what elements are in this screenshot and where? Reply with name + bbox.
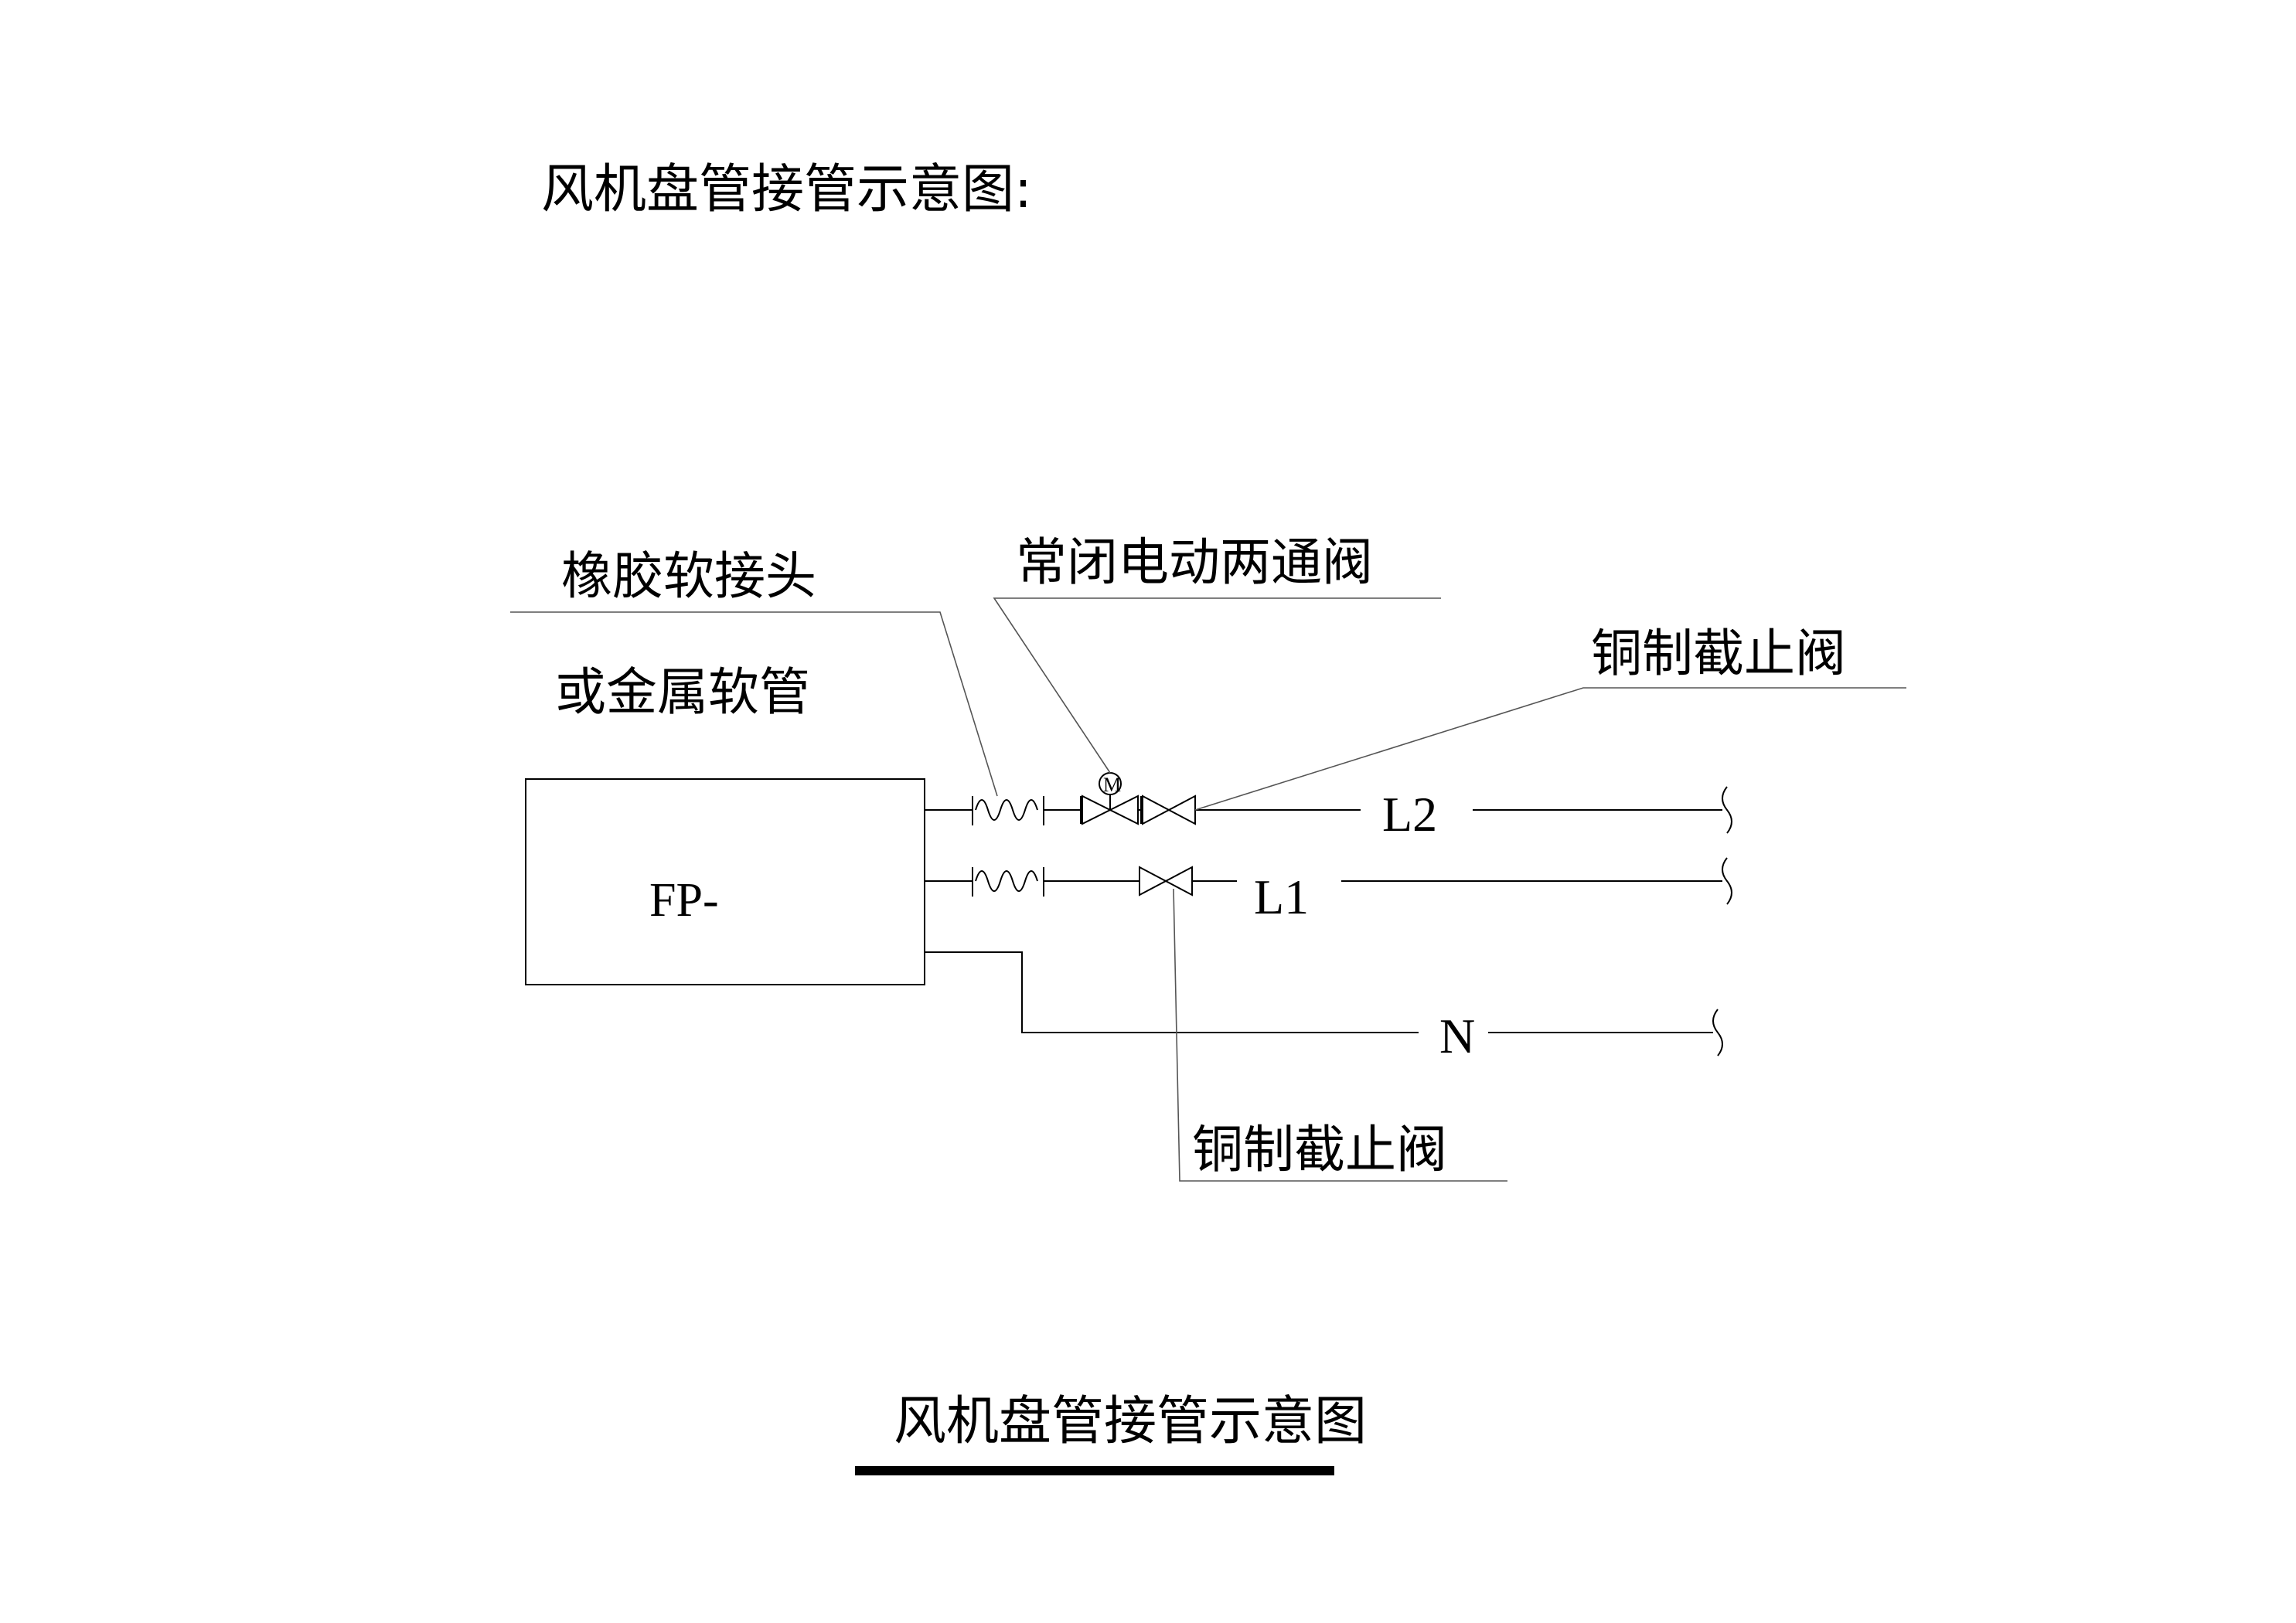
fan-coil-unit-label: FP- <box>649 874 719 927</box>
condensate-pipe-n <box>925 951 1723 1056</box>
stop-valve-lower-leader <box>1173 888 1507 1182</box>
sheet-heading: 风机盘管接管示意图: <box>541 159 1032 220</box>
break-symbol-l1-icon <box>1722 857 1732 905</box>
stop-valve-upper-icon <box>1140 794 1196 825</box>
supply-pipe-label: L2 <box>1382 787 1437 842</box>
return-pipe-l1 <box>925 857 1732 905</box>
flex-joint-leader <box>510 611 998 797</box>
diagram-caption: 风机盘管接管示意图 <box>894 1391 1367 1452</box>
stop-valve-lower-callout: 铜制截止阀 <box>1192 1120 1447 1179</box>
condensate-pipe-label: N <box>1439 1009 1475 1063</box>
flex-joint-callout-line2: 或金属软管 <box>555 662 810 722</box>
flex-joint-upper-icon <box>972 796 1044 825</box>
flex-joint-callout-line1: 橡胶软接头 <box>561 546 816 606</box>
actuator-m-label: M <box>1103 774 1121 796</box>
motorized-valve-callout: 常闭电动两通阀 <box>1016 532 1373 592</box>
fan-coil-unit-box <box>525 778 925 985</box>
stop-valve-upper-leader <box>1194 687 1906 811</box>
break-symbol-n-icon <box>1712 1009 1723 1056</box>
flex-joint-lower-icon <box>972 867 1044 897</box>
return-pipe-label: L1 <box>1254 869 1309 924</box>
supply-pipe-l2: M <box>925 772 1732 834</box>
break-symbol-l2-icon <box>1722 786 1732 834</box>
motorized-valve-icon: M <box>1080 772 1139 825</box>
stop-valve-lower-icon <box>1139 866 1193 897</box>
stop-valve-upper-callout: 铜制截止阀 <box>1591 624 1846 683</box>
motorized-valve-leader <box>993 597 1441 774</box>
